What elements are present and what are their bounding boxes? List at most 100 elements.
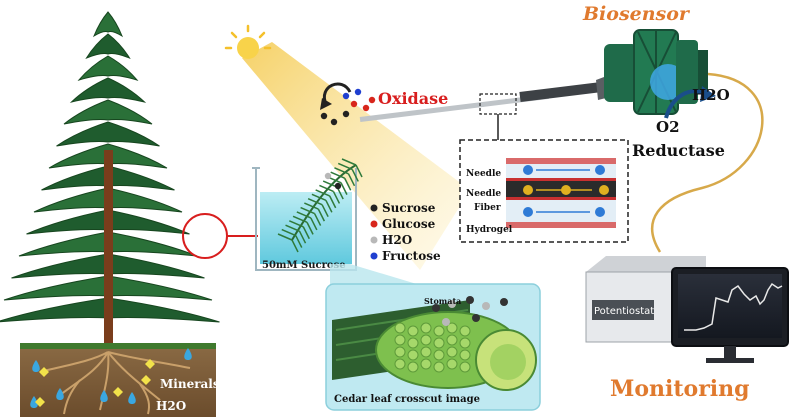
biosensor-device <box>604 29 708 115</box>
mineral-icon <box>39 367 49 377</box>
molecule-dot <box>354 88 362 96</box>
twig-needle <box>347 173 356 187</box>
oxygen-label: O2 <box>656 118 680 136</box>
stomata-molecule <box>500 298 508 306</box>
water-drop-icon <box>56 388 64 400</box>
mineral-icon <box>113 387 123 397</box>
water-drop-icon <box>32 360 40 372</box>
signal-wire <box>650 72 764 253</box>
inset-needle-mid-label: Needle <box>466 189 501 199</box>
tree-tier <box>56 121 160 147</box>
zoom-box <box>479 93 517 115</box>
leaf-cell <box>459 337 471 349</box>
molecule-dot <box>342 92 350 100</box>
leaf-cell <box>394 346 406 358</box>
leaf-cell <box>459 361 471 373</box>
twig-needle <box>340 182 348 195</box>
ground <box>20 343 216 417</box>
legend-swatch <box>370 236 378 244</box>
sun-icon <box>224 24 272 59</box>
twig-needle <box>313 213 322 226</box>
legend-swatch <box>370 252 378 260</box>
leaf-cell <box>407 349 419 361</box>
tree-tier <box>77 55 139 81</box>
legend-label: Fructose <box>382 249 441 263</box>
molecule-dot <box>320 112 328 120</box>
inset-fiber-label: Fiber <box>474 203 501 213</box>
twig-needle <box>295 235 303 248</box>
twig-needle <box>300 206 315 215</box>
stomata-molecule <box>432 304 440 312</box>
twig-needle <box>285 224 300 232</box>
twig-needle <box>325 199 333 213</box>
mineral-icon <box>35 397 45 407</box>
twig-needle <box>317 208 326 222</box>
signal-trace <box>684 282 783 331</box>
twig-needle <box>298 230 307 244</box>
tree-tier <box>63 99 153 125</box>
electron-dot <box>523 165 533 175</box>
twig-needle <box>328 195 337 209</box>
water-drop-icon <box>30 396 38 408</box>
leaf-cell <box>394 358 406 370</box>
twig-needle <box>304 202 319 210</box>
ground-water-label: H2O <box>156 399 186 413</box>
twig-needle <box>277 233 293 241</box>
leaf-cell <box>446 334 458 346</box>
curved-arrow-icon <box>322 82 352 105</box>
tree-tier <box>69 77 147 103</box>
electron-dot <box>523 207 533 217</box>
twig-needle <box>310 217 318 231</box>
leaf-cell <box>459 349 471 361</box>
molecule-dot <box>368 96 376 104</box>
legend-swatch <box>370 204 378 212</box>
twig-needle <box>288 220 304 228</box>
needle-inset <box>459 139 629 243</box>
electron-dot <box>599 185 609 195</box>
twig-needle <box>321 204 329 218</box>
electron-dot <box>595 165 605 175</box>
molecule-dot <box>324 172 332 180</box>
sunlight-beam <box>242 42 470 270</box>
twig-needle <box>315 189 330 197</box>
stomata-label: Stomata <box>424 296 461 306</box>
leaf-cell <box>420 322 432 334</box>
legend-label: H2O <box>382 233 412 247</box>
twig-needle <box>332 191 341 204</box>
water-drop-icon <box>128 392 136 404</box>
crosscut-inset <box>325 283 541 411</box>
stomata-molecule <box>482 302 490 310</box>
legend-swatch <box>370 220 378 228</box>
leaf-cell <box>433 361 445 373</box>
twig-needle <box>306 222 314 235</box>
molecule-dot <box>342 110 350 118</box>
crosscut-callout <box>330 264 420 285</box>
electron-dot <box>595 207 605 217</box>
leaf-cell <box>459 325 471 337</box>
leaf-cell <box>433 337 445 349</box>
biosensor-label: Biosensor <box>582 3 691 25</box>
electron-dot <box>561 185 571 195</box>
tree-trunk <box>104 150 113 355</box>
leaf-cell <box>394 322 406 334</box>
minerals-label: Minerals <box>160 377 220 391</box>
reductase-label: Reductase <box>632 141 725 160</box>
leaf-cell <box>446 346 458 358</box>
molecule-dot <box>350 100 358 108</box>
mineral-icon <box>141 375 151 385</box>
stomata-molecule <box>466 296 474 304</box>
twig-needle <box>351 169 359 182</box>
leaf-highlight-circle <box>182 213 228 259</box>
stomata-molecule <box>448 300 456 308</box>
cedar-tree <box>0 11 220 355</box>
electron-dot <box>523 185 533 195</box>
twig-needle <box>330 171 346 179</box>
twig-needle <box>307 198 323 206</box>
leaf-cell <box>420 358 432 370</box>
leaf-cell <box>407 337 419 349</box>
molecule-dot <box>330 118 338 126</box>
molecule-dot <box>334 182 342 190</box>
water-drop-icon <box>100 390 108 402</box>
leaf-cell <box>420 334 432 346</box>
